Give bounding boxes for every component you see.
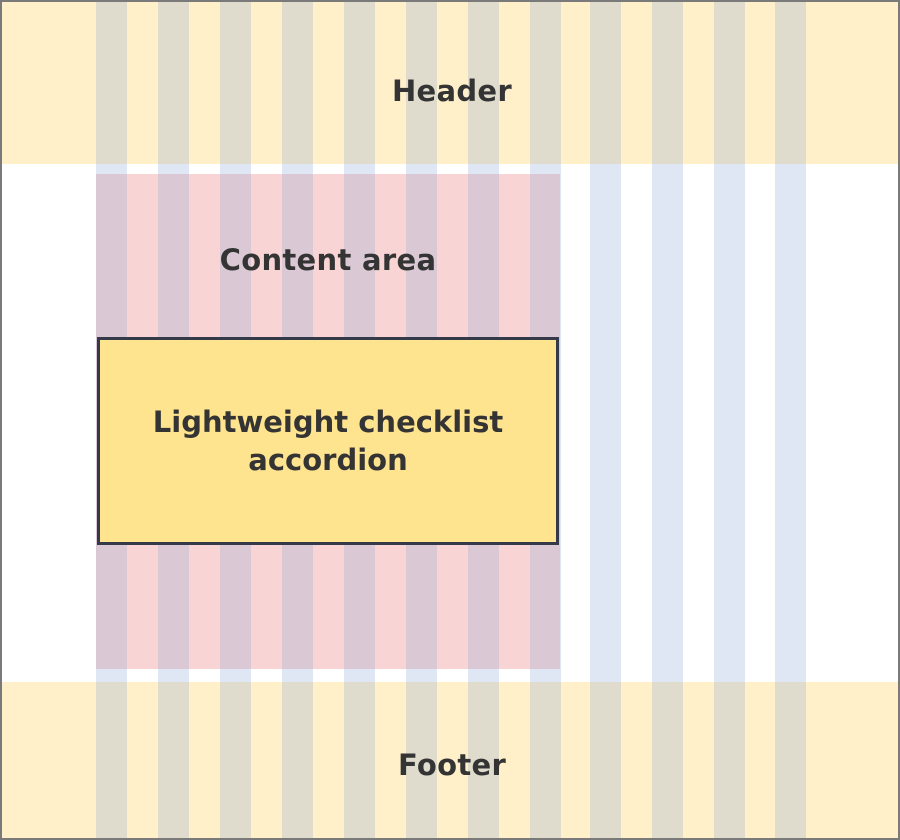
content-area-label: Content area — [219, 243, 437, 277]
checklist-accordion-block: Lightweight checklist accordion — [97, 337, 559, 545]
header-label: Header — [391, 74, 513, 108]
footer-label: Footer — [397, 748, 507, 782]
footer-region — [2, 682, 898, 838]
header-region — [2, 2, 898, 164]
checklist-accordion-label: Lightweight checklist accordion — [152, 405, 504, 477]
